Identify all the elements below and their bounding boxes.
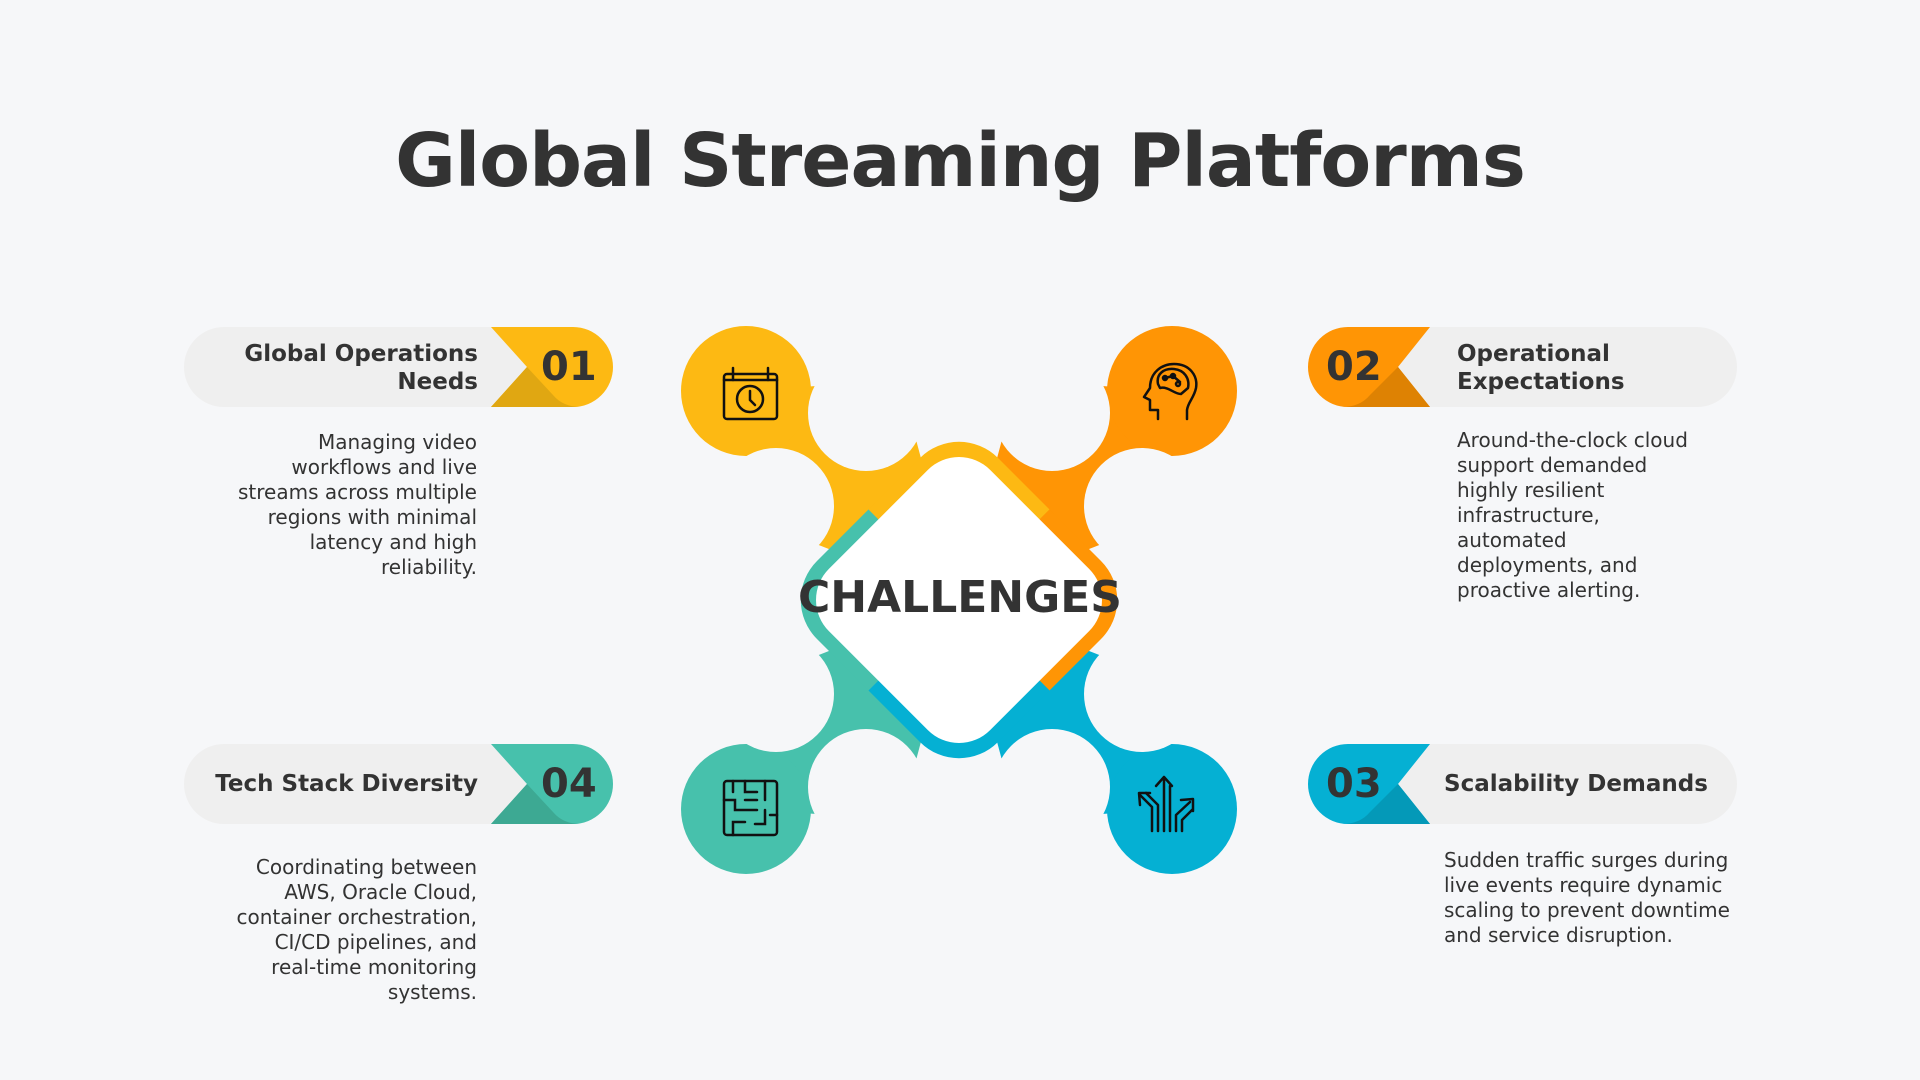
maze-icon [722,779,779,837]
description-line: Sudden traffic surges during [1444,848,1729,872]
item-01-number: 01 [541,344,597,390]
title-line: Tech Stack Diversity [215,771,478,797]
item-03-title: Scalability Demands [1444,770,1708,798]
title-line: Needs [397,369,478,395]
description-line: systems. [387,980,477,1004]
description-line: AWS, Oracle Cloud, [284,880,477,904]
item-01-description: Managing video workflows and live stream… [238,430,477,580]
description-line: proactive alerting. [1457,578,1641,602]
item-02-badge: 02 [1308,327,1430,407]
item-01-header: 01 Global Operations Needs [184,327,613,407]
brain-head-icon [1142,362,1198,421]
description-line: real-time monitoring [271,955,477,979]
description-line: automated [1457,528,1567,552]
item-04-description: Coordinating between AWS, Oracle Cloud, … [236,855,477,1005]
item-02-description: Around-the-clock cloud support demanded … [1457,428,1688,603]
description-line: highly resilient [1457,478,1605,502]
description-line: scaling to prevent downtime [1444,898,1730,922]
item-01-badge: 01 [491,327,613,407]
page-title: Global Streaming Platforms [395,118,1526,204]
description-line: support demanded [1457,453,1648,477]
description-line: streams across multiple [237,480,477,504]
item-03-description: Sudden traffic surges during live events… [1444,848,1730,948]
item-03-header: 03 Scalability Demands [1308,744,1737,824]
description-line: latency and high [309,530,477,554]
description-line: regions with minimal [267,505,477,529]
description-line: Around-the-clock cloud [1457,428,1688,452]
item-03-badge: 03 [1308,744,1430,824]
item-03-number: 03 [1326,761,1382,807]
diamond-center [816,457,1102,743]
description-line: container orchestration, [236,905,477,929]
title-line: Expectations [1457,369,1625,395]
description-line: infrastructure, [1457,503,1600,527]
item-02-header: 02 Operational Expectations [1308,327,1737,407]
description-line: CI/CD pipelines, and [274,930,477,954]
item-04-header: 04 Tech Stack Diversity [184,744,613,824]
item-04-number: 04 [541,761,597,807]
description-line: Managing video [317,430,477,454]
description-line: and service disruption. [1444,923,1673,947]
center-label: CHALLENGES [798,572,1122,623]
title-line: Scalability Demands [1444,771,1708,797]
description-line: reliability. [380,555,477,579]
item-02-title: Operational Expectations [1457,340,1625,396]
item-02-number: 02 [1326,344,1382,390]
title-line: Global Operations [244,341,478,367]
calendar-clock-icon [722,366,779,421]
item-01-title: Global Operations Needs [244,340,478,396]
description-line: deployments, and [1457,553,1638,577]
title-line: Operational [1457,341,1610,367]
item-04-title: Tech Stack Diversity [215,770,478,798]
diverging-arrows-icon [1137,775,1195,833]
description-line: live events require dynamic [1444,873,1723,897]
description-line: Coordinating between [255,855,477,879]
description-line: workflows and live [291,455,477,479]
item-04-badge: 04 [491,744,613,824]
